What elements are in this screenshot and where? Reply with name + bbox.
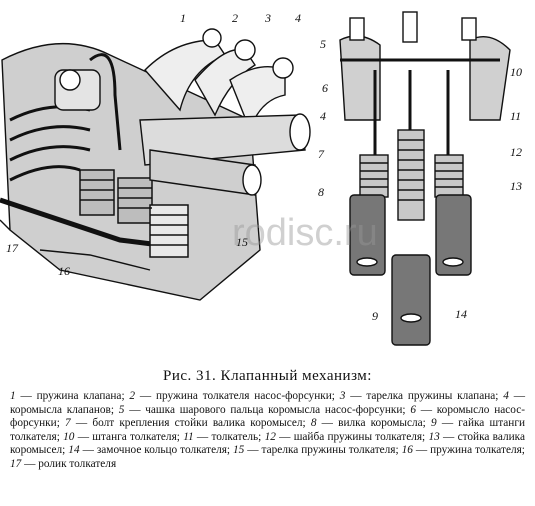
callout-17: 14 [455,307,467,321]
figure-caption-legend: 1 — пружина клапана; 2 — пружина толкате… [10,390,525,472]
legend-item: 15 — тарелка пружины толкателя; [233,444,399,457]
callout-5: 2 [232,11,238,25]
callout-9: 4 [320,109,326,123]
callout-4-right: 4 [295,11,301,25]
legend-item: 9 — гайка штанги толкателя; [10,417,526,443]
callout-15: 12 [510,145,522,159]
legend-item: 1 — пружина клапана; [10,390,125,402]
callout-11: 8 [318,185,324,199]
callout-8: 6 [322,81,328,95]
legend-item: 14 — замочное кольцо толкателя; [68,444,231,457]
callout-6: 3 [264,11,271,25]
callout-1: 15 [236,235,248,249]
callout-16: 13 [510,179,522,193]
callout-labels: 1 2 3 4 5 6 4 7 8 9 10 11 12 13 14 15 16… [6,11,522,323]
legend-item: 3 — тарелка пружины клапана; [339,390,499,402]
legend-item: 11 — толкатель; [183,430,262,443]
callout-3: 17 [6,241,19,255]
legend-item: 17 — ролик толкателя [10,457,117,470]
legend-item: 12 — шайба пружины толкателя; [264,430,426,443]
callout-7: 5 [320,37,326,51]
legend-item: 16 — пружина толкателя; [401,444,525,457]
callout-12: 9 [372,309,378,323]
callout-14: 11 [510,109,521,123]
legend-item: 4 — коромысла клапанов; [10,390,526,416]
valve-mechanism-illustration: 1 2 3 4 5 6 4 7 8 9 10 11 12 13 14 15 16… [0,11,522,346]
watermark-text: rodisc.ru [232,212,378,254]
legend-item: 13 — стойка валика коромысел; [10,430,525,457]
callout-10: 7 [318,147,325,161]
legend-item: 7 — болт крепления стойки валика коромыс… [65,417,306,430]
callout-4-left: 1 [180,11,186,25]
legend-item: 6 — коромысло насос-форсунки; [10,403,525,430]
legend-item: 2 — пружина толкателя насос-форсунки; [129,390,335,402]
engine-block-drawing [0,28,311,301]
legend-item: 10 — штанга толкателя; [63,430,180,443]
legend-item: 8 — вилка коромысла; [310,417,426,430]
exploded-view-drawing [339,11,511,346]
callout-13: 10 [510,65,522,79]
callout-2: 16 [58,264,70,278]
figure-caption-title: Рис. 31. Клапанный механизм: [163,368,372,384]
legend-item: 5 — чашка шарового пальца коромысла насо… [118,403,406,416]
